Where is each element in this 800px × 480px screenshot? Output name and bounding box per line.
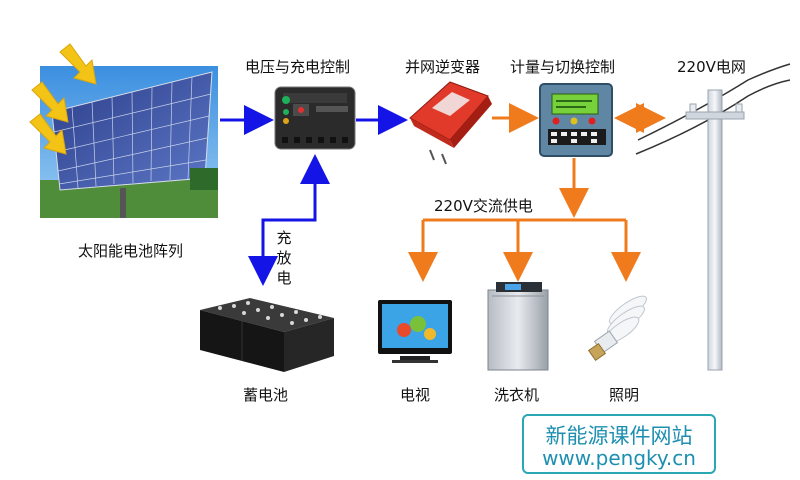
battery-label: 蓄电池 [243,386,289,404]
washer-label: 洗衣机 [494,386,540,404]
ac-flow-arrows [408,103,666,282]
charge-discharge-char-1: 充 [276,229,292,247]
dc-flow-arrows [220,105,408,286]
lighting-label: 照明 [609,386,640,404]
ac-supply-label: 220V交流供电 [434,197,533,215]
battery-bank-image [200,298,334,372]
charge-discharge-char-3: 电 [276,269,292,287]
metering-label: 计量与切换控制 [510,58,616,76]
charge-discharge-label: 充 放 电 [275,228,293,288]
charge-controller-label: 电压与充电控制 [245,58,351,76]
inverter-image [409,81,492,165]
grid-label: 220V电网 [677,58,746,76]
watermark-title: 新能源课件网站 [545,424,693,448]
charge-controller-image [274,86,356,150]
tv-label: 电视 [400,386,431,404]
tv-image [378,300,452,363]
site-watermark: 新能源课件网站 www.pengky.cn [522,414,716,474]
washing-machine-image [487,282,549,371]
solar-array-image [29,43,218,218]
inverter-label: 并网逆变器 [405,58,481,76]
solar-array-label: 太阳能电池阵列 [78,242,184,260]
utility-pole-image [635,63,791,371]
charge-discharge-char-2: 放 [276,249,292,267]
watermark-url: www.pengky.cn [542,446,696,470]
light-bulb-image [587,295,647,362]
metering-control-box [539,83,613,157]
